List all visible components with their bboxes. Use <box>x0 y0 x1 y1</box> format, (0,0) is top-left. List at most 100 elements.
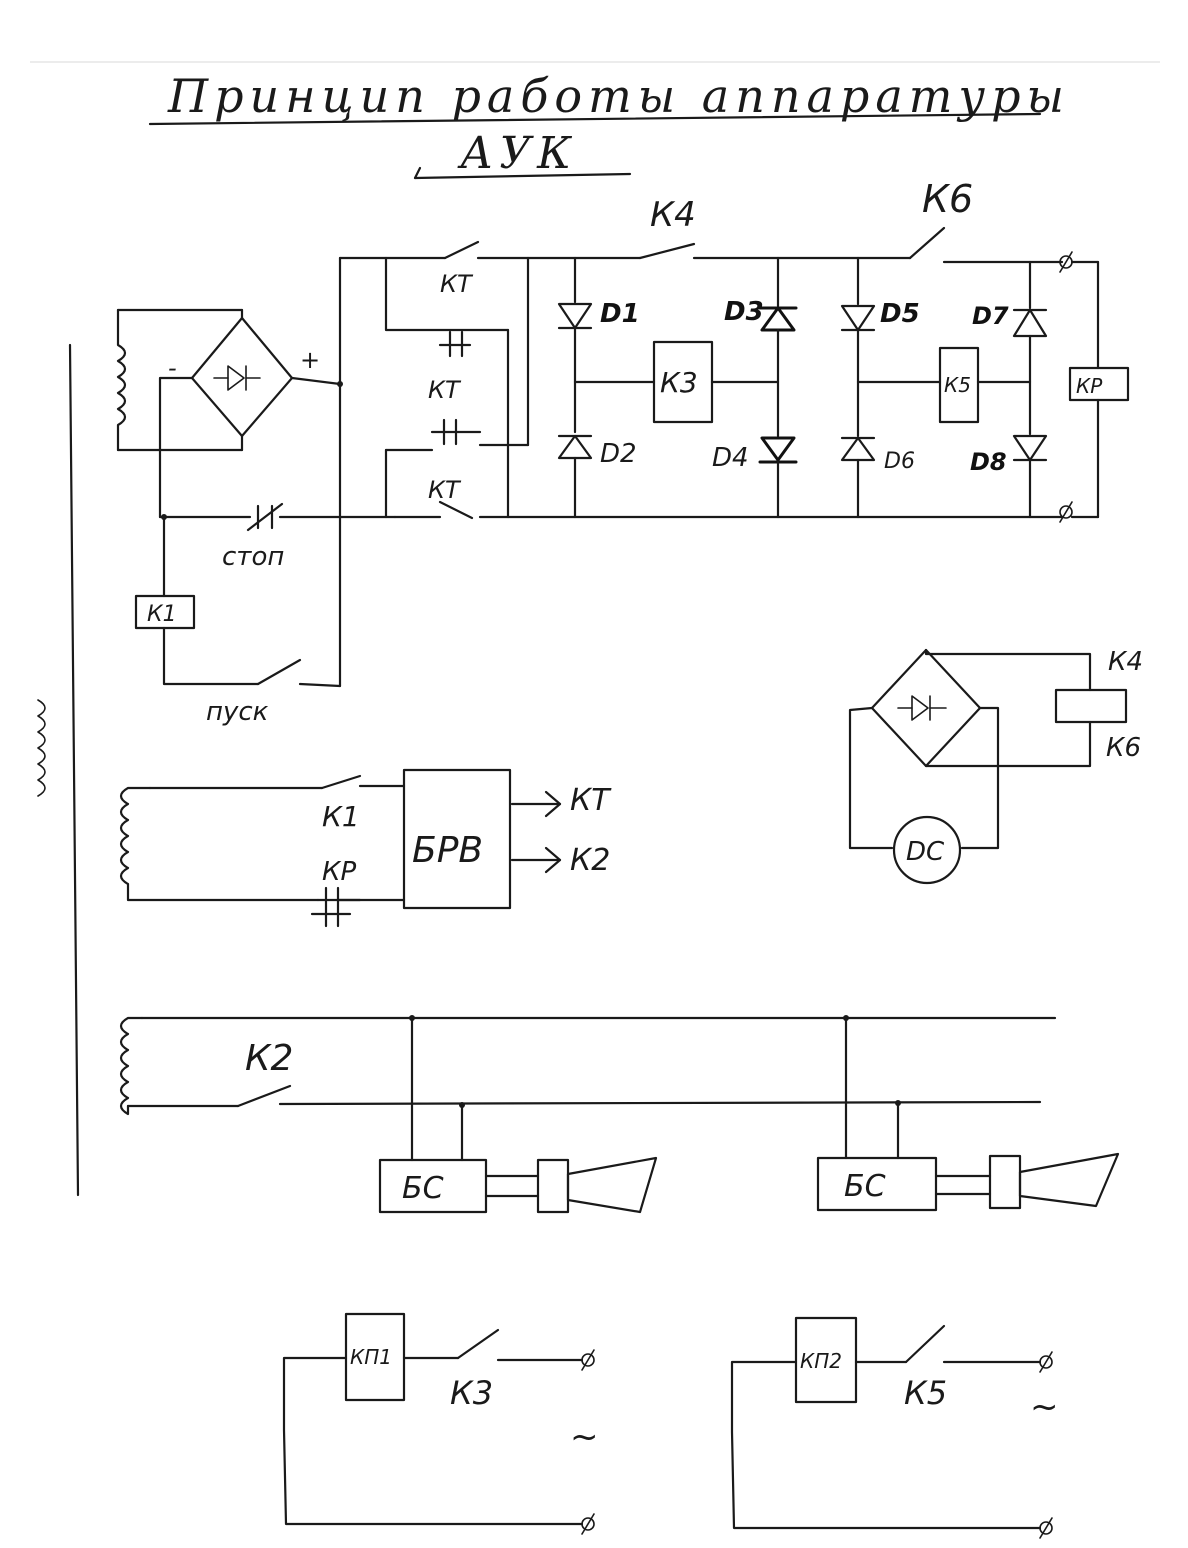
terminal <box>581 1353 595 1367</box>
start-label: пуск <box>206 697 269 727</box>
siren-circuit: К2 БС БС <box>119 1015 1120 1214</box>
kt-top-contact <box>443 240 480 260</box>
horn-right-icon <box>1018 1152 1120 1208</box>
bs-right-label: БС <box>844 1169 886 1204</box>
kp1-ac-symbol: ~ <box>570 1417 599 1457</box>
bridge-rectifier <box>190 316 294 438</box>
k3-coil-label: К3 <box>660 366 698 399</box>
terminal <box>1059 505 1073 519</box>
wire <box>282 1356 584 1526</box>
bridge-plus-label: + <box>300 346 320 374</box>
motor-circuit: К4 К6 DC <box>848 647 1143 885</box>
kp2-coil <box>794 1316 858 1404</box>
brv-kr-label: КР <box>322 857 356 887</box>
siren-right-driver <box>988 1154 1022 1210</box>
page-subtitle: АУК <box>457 128 577 179</box>
kt-top-label: КТ <box>440 270 474 298</box>
motor-bridge-rectifier <box>870 648 982 768</box>
kp2-k5-label: К5 <box>904 1374 947 1412</box>
kr-coil-label: КР <box>1076 374 1103 398</box>
kp2-k5-contact <box>904 1324 946 1364</box>
dc-motor-label: DC <box>906 837 945 867</box>
title-block: Принцип работы аппаратуры АУК <box>148 69 1064 180</box>
kp2-label: КП2 <box>800 1349 842 1373</box>
diode-d2-label: D2 <box>600 439 637 469</box>
bridge-diode-icon <box>213 365 261 391</box>
kp1-circuit: КП1 К3 ~ <box>282 1312 599 1535</box>
start-contact <box>256 658 302 686</box>
diode-d7-icon <box>1012 308 1048 338</box>
dc-motor-icon <box>892 815 962 885</box>
arrow-right-icon <box>510 790 562 818</box>
diode-d6-label: D6 <box>884 449 915 474</box>
terminal <box>581 1349 595 1371</box>
bridge-minus-label: - <box>168 354 177 382</box>
k2-contact <box>236 1084 292 1108</box>
kp2-ac-symbol: ~ <box>1030 1387 1059 1427</box>
diode-d8-label: D8 <box>970 448 1007 476</box>
diode-d2-icon <box>557 434 593 460</box>
k5-coil-label: К5 <box>944 373 971 397</box>
diode-d7-label: D7 <box>972 302 1009 330</box>
diode-d1-icon <box>557 302 593 330</box>
arrow-right-icon <box>510 846 562 874</box>
k6-label: К6 <box>922 177 973 221</box>
transformer-winding <box>116 308 127 452</box>
brv-circuit: К1 КР БРВ КТ К2 <box>119 768 612 928</box>
k4-label: К4 <box>650 195 696 235</box>
wire <box>290 376 342 386</box>
k1-coil-label: К1 <box>147 602 177 627</box>
horn-left-icon <box>566 1156 658 1214</box>
k2-label: К2 <box>245 1038 293 1079</box>
brv-transformer-winding <box>119 786 320 902</box>
stop-contact <box>246 502 284 532</box>
bs-left-label: БС <box>402 1171 444 1206</box>
kt-mid-label: КТ <box>428 376 462 404</box>
kp1-label: КП1 <box>350 1345 392 1369</box>
wire <box>848 706 894 850</box>
motor-k6-label: К6 <box>1106 733 1141 763</box>
terminal <box>1039 1351 1053 1373</box>
diode-d5-icon <box>840 304 876 332</box>
terminal <box>1059 501 1073 523</box>
wire <box>298 682 342 688</box>
terminal <box>1059 251 1073 273</box>
k6-contact <box>908 226 946 260</box>
wire <box>162 626 260 686</box>
diode-d6-icon <box>840 436 876 462</box>
diode-d4-label: D4 <box>712 443 749 473</box>
diode-d1-label: D1 <box>600 299 640 329</box>
diode-d4-icon <box>758 436 798 464</box>
k5-coil <box>938 346 980 424</box>
k4-contact <box>638 242 696 260</box>
brv-k1-contact <box>320 774 362 790</box>
margin-coil-symbol <box>37 699 46 797</box>
wire <box>924 648 1092 692</box>
kp2-circuit: КП2 К5 ~ <box>730 1316 1059 1539</box>
margin-line <box>68 343 80 1197</box>
wire <box>730 1360 1042 1530</box>
wire <box>924 720 1092 768</box>
relay-circuit: - + КТ К4 К6 стоп <box>116 177 1130 727</box>
wire <box>960 706 1000 850</box>
brv-block-label: БРВ <box>412 830 483 871</box>
terminal <box>1039 1521 1053 1535</box>
brv-out-k2-label: К2 <box>570 843 610 878</box>
siren-rail-bottom <box>278 1100 1042 1106</box>
terminal <box>1039 1355 1053 1369</box>
brv-block <box>402 768 512 910</box>
diode-d3-icon <box>758 306 798 332</box>
kt-bottom-label: КТ <box>428 476 462 504</box>
kt-branch <box>384 256 510 332</box>
subtitle-underline <box>413 172 632 180</box>
kp1-k3-contact <box>456 1328 500 1360</box>
diode-d5-label: D5 <box>880 299 920 329</box>
motor-bridge-diode-icon <box>897 695 947 721</box>
stop-label: стоп <box>222 542 284 572</box>
title-underline <box>148 112 1042 126</box>
siren-transformer-winding <box>119 1016 144 1116</box>
k4-k6-contact-block <box>1054 688 1128 724</box>
terminal <box>1039 1517 1053 1539</box>
